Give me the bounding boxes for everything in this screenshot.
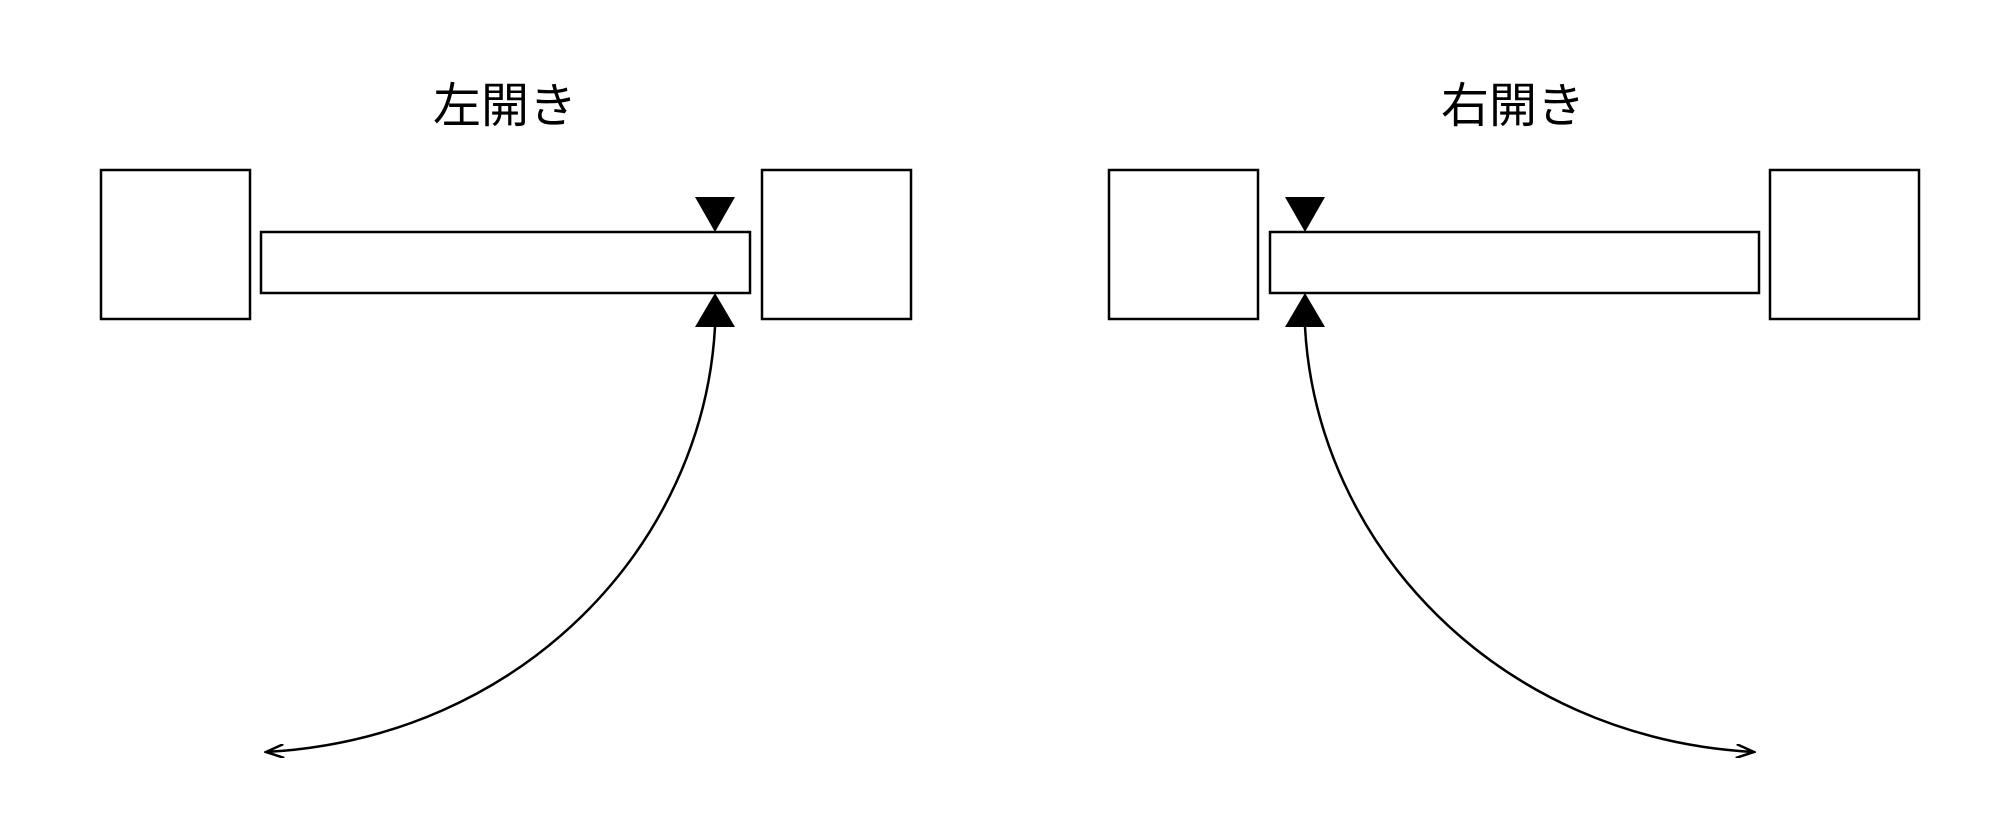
hinge-marker-bottom	[1285, 293, 1325, 327]
swing-arc	[266, 326, 717, 752]
right-opening-title: 右開き	[1441, 78, 1585, 134]
hinge-marker-top	[695, 197, 735, 232]
right-door-panel	[1268, 230, 1761, 295]
right-frame-box	[1768, 168, 1921, 321]
left-door-panel	[259, 230, 752, 295]
right-opening-diagram: 右開き	[1107, 78, 1921, 752]
right-frame-box	[760, 168, 913, 321]
left-opening-diagram: 左開き	[99, 78, 913, 752]
left-frame-box	[99, 168, 252, 321]
hinge-marker-bottom	[695, 293, 735, 327]
hinge-marker-top	[1285, 197, 1325, 232]
left-frame-box	[1107, 168, 1260, 321]
swing-arc	[1303, 326, 1754, 752]
left-opening-title: 左開き	[433, 78, 577, 134]
